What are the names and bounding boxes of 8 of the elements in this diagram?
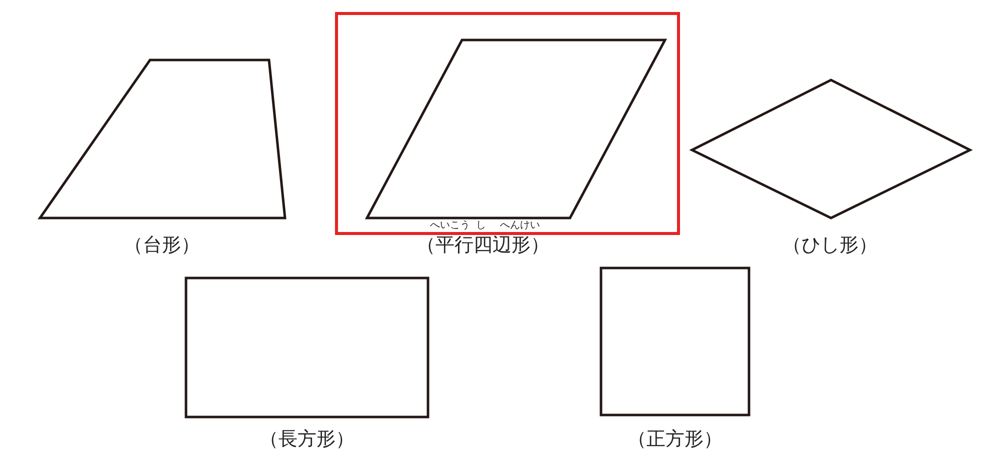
shape-name: （台形） (124, 236, 200, 255)
furigana: へいこう (430, 221, 470, 231)
shape-name: （長方形） (260, 430, 354, 449)
shape-name: （ひし形） (782, 236, 878, 255)
furigana: へんけい (500, 221, 540, 231)
furigana: し (476, 221, 486, 231)
shape-name: （平行四辺形） (416, 236, 550, 255)
shape-name: （正方形） (628, 430, 722, 449)
